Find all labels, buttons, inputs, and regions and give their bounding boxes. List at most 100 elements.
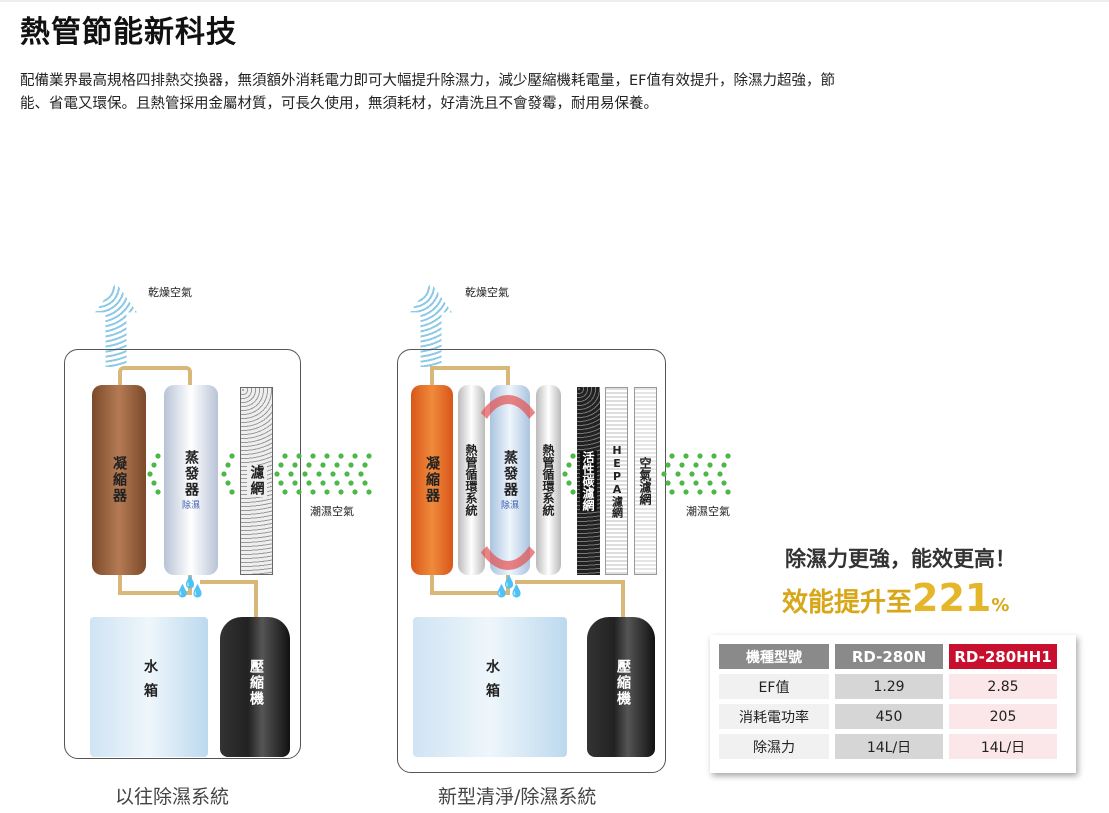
filter-label: 濾網 [246,465,267,497]
airflow-dot [725,489,731,495]
headline: 除濕力更強，能效更高！ [785,547,1016,571]
row-label: EF值 [719,674,829,699]
airflow-dot [669,453,675,459]
airflow-dot [665,462,671,468]
row-label: 消耗電功率 [719,704,829,729]
airflow-dot [721,480,727,486]
dry-air-label: 乾燥空氣 [148,286,192,299]
airflow-dot [366,489,372,495]
header-model: 機種型號 [719,644,829,669]
airflow-dot [288,471,294,477]
airflow-dot [324,453,330,459]
efficiency-promo: 效能提升至221% [782,576,1009,628]
airflow-dot [330,471,336,477]
airflow-dot [302,471,308,477]
airflow-dot [562,471,568,477]
airflow-dot [683,489,689,495]
airflow-dot [229,453,235,459]
airflow-dot [566,480,572,486]
header-rd280hh1: RD-280HH1 [949,644,1057,669]
airflow-dot [306,462,312,468]
airflow-dot [358,471,364,477]
old-system-caption: 以往除濕系統 [115,786,230,808]
compressor: 壓縮機 [587,617,655,757]
table-row: 消耗電功率 450 205 [719,704,1057,729]
airflow-dot [282,453,288,459]
cell: 1.29 [835,674,943,699]
airflow-dot [334,480,340,486]
page-title: 熱管節能新科技 [20,15,237,50]
circulation-arrows-icon [463,395,553,570]
airflow-dot [338,489,344,495]
airflow-dot [366,453,372,459]
cell: 450 [835,704,943,729]
water-tank: 水箱 [413,617,567,757]
airflow-dot [725,453,731,459]
airflow-dot [669,489,675,495]
airflow-dot [338,453,344,459]
condenser: 凝縮器 [411,385,453,575]
airflow-chevron-icon [562,453,731,495]
airflow-dot [697,453,703,459]
compressor-label: 壓縮機 [615,659,631,707]
airflow-dot [344,471,350,477]
row-label: 除濕力 [719,734,829,759]
condenser: 凝縮器 [92,385,146,575]
filter: 濾網 [240,387,273,575]
airflow-dot [151,462,157,468]
airflow-dot [570,489,576,495]
airflow-dot [697,489,703,495]
airflow-dot [334,462,340,468]
cell: 205 [949,704,1057,729]
airflow-dot [278,462,284,468]
compressor-label: 壓縮機 [248,659,264,707]
evaporator-label: 蒸發器 [183,449,199,498]
airflow-chevron-icon [147,453,372,495]
promo-prefix: 效能提升至 [782,588,913,618]
airflow-dot [324,489,330,495]
airflow-dot [310,453,316,459]
humid-air-label: 潮濕空氣 [310,505,354,518]
humid-air-label: 潮濕空氣 [686,505,730,518]
top-divider [0,0,1109,2]
description: 配備業界最高規格四排熱交換器，無須額外消耗電力即可大幅提升除濕力，減少壓縮機耗電… [20,73,835,112]
airflow-dot [665,480,671,486]
cell: 2.85 [949,674,1057,699]
airflow-dot [711,453,717,459]
condenser-label: 凝縮器 [111,456,127,504]
airflow-dot [292,480,298,486]
airflow-dot [292,462,298,468]
airflow-dot [316,471,322,477]
unit-outline [64,349,301,759]
evaporator: 蒸發器除濕 [164,385,218,575]
unit-outline [397,349,666,773]
airflow-dot [147,471,153,477]
airflow-dot [320,480,326,486]
airflow-dot [282,489,288,495]
water-drops-icon: 💧💧💧 [175,575,205,598]
water-drops-icon: 💧💧💧 [494,575,524,598]
table-row: 除濕力 14L/日 14L/日 [719,734,1057,759]
airflow-dot [229,489,235,495]
airflow-dot [570,453,576,459]
airflow-dot [225,462,231,468]
water-tank: 水箱 [90,617,208,757]
dry-air-label: 乾燥空氣 [465,286,509,299]
airflow-dot [352,453,358,459]
airflow-dot [278,480,284,486]
airflow-dot [348,462,354,468]
tank-label: 水箱 [484,659,500,707]
airflow-dot [362,480,368,486]
airflow-dot [274,471,280,477]
comparison-table: 機種型號 RD-280N RD-280HH1 EF值 1.29 2.85 消耗電… [710,635,1076,773]
airflow-dot [348,480,354,486]
condenser-label: 凝縮器 [424,456,440,504]
airflow-dot [155,489,161,495]
promo-value: 221 [912,576,992,620]
airflow-dot [566,462,572,468]
carbon-filter: 活性碳濾網 [577,387,600,575]
airflow-dot [703,471,709,477]
airflow-dot [310,489,316,495]
airflow-dot [683,453,689,459]
airflow-dot [296,489,302,495]
